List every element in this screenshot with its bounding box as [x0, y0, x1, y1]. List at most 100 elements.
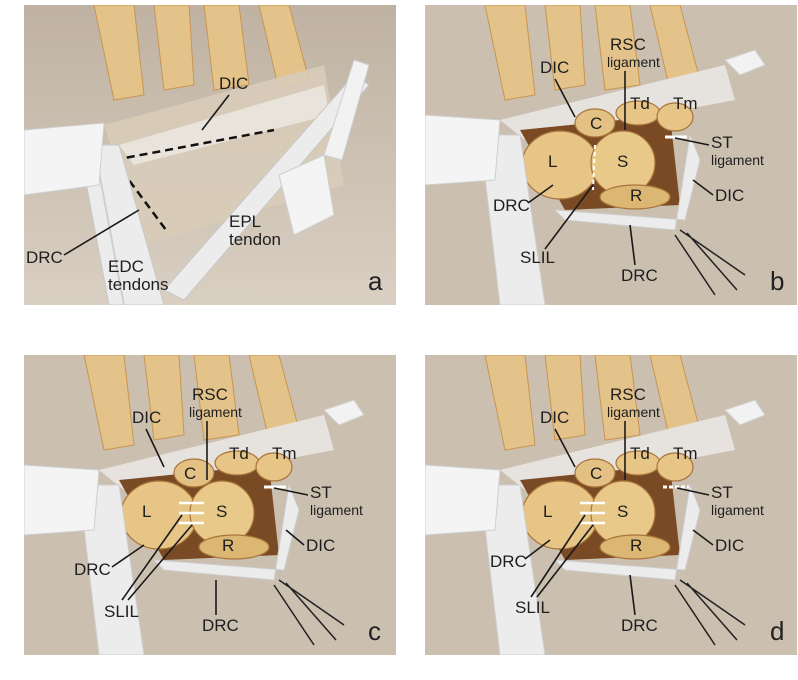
label-st-line2: ligament: [310, 502, 363, 518]
dic-flap: [500, 65, 735, 140]
panel-b-exposed-carpus: DIC RSC ligament Td Tm C ST ligament L S…: [425, 5, 797, 305]
retractor-right: [323, 399, 365, 426]
panel-c-illustration: DIC RSC ligament Td Tm C ST ligament L S…: [24, 355, 396, 655]
edc-tendons: [479, 484, 546, 655]
sutures: [674, 229, 746, 296]
label-rsc-line2: ligament: [607, 404, 660, 420]
label-dic-top: DIC: [540, 58, 569, 77]
carpal-bones: [521, 450, 694, 560]
label-tm: Tm: [673, 94, 698, 113]
metacarpals: [484, 355, 701, 451]
label-slil: SLIL: [104, 602, 139, 621]
slil-ligament: [592, 144, 596, 191]
label-td: Td: [229, 444, 249, 463]
retractor-right-handle: [323, 59, 370, 161]
label-edc-line2: tendons: [108, 275, 169, 294]
panel-d-illustration: DIC RSC ligament Td Tm C ST ligament L S…: [425, 355, 797, 655]
retractor-left: [425, 464, 501, 536]
leader-dic-top: [554, 428, 576, 468]
slil-repair-sutures: [580, 501, 605, 525]
panel-letter-b: b: [770, 266, 785, 296]
label-dic-right: DIC: [715, 186, 744, 205]
label-s: S: [617, 152, 628, 171]
leader-slil-1: [121, 514, 183, 601]
epl-tendon: [163, 74, 370, 301]
label-tm: Tm: [673, 444, 698, 463]
panel-a-surgical-incision: DIC DRC EDC tendons EPL tendon: [24, 5, 396, 305]
dic-ligament: [119, 85, 329, 165]
drc-flap: [152, 483, 300, 581]
leader-st: [273, 487, 309, 496]
retractor-right: [724, 49, 766, 76]
leader-dic-right: [285, 529, 305, 546]
edc-tendons: [78, 484, 145, 655]
carpal-bones: [521, 100, 694, 210]
trapezium-bone: [656, 102, 694, 132]
retractor-right: [278, 154, 335, 236]
label-s: S: [617, 502, 628, 521]
leader-slil-2: [536, 524, 594, 598]
label-dic-top: DIC: [540, 408, 569, 427]
label-c: C: [184, 464, 196, 483]
label-r: R: [222, 536, 234, 555]
label-r: R: [630, 536, 642, 555]
capitate-bone: [574, 108, 616, 138]
panel-letter-d: d: [770, 616, 785, 646]
label-l: L: [548, 152, 557, 171]
leader-drc-left: [527, 184, 554, 204]
label-drc-left: DRC: [490, 552, 527, 571]
label-epl-line2: tendon: [229, 230, 281, 249]
dic-flap: [500, 415, 735, 490]
leader-st: [676, 487, 710, 496]
incision-line-transverse: [113, 128, 275, 162]
label-r: R: [630, 186, 642, 205]
label-dic-right: DIC: [306, 536, 335, 555]
panel-b-illustration: DIC RSC ligament Td Tm C ST ligament L S…: [425, 5, 797, 305]
label-drc-bottom: DRC: [621, 266, 658, 285]
label-s: S: [216, 502, 227, 521]
panel-c-slil-repair: DIC RSC ligament Td Tm C ST ligament L S…: [24, 355, 396, 655]
panel-letter-c: c: [368, 616, 381, 646]
label-rsc-line1: RSC: [192, 385, 228, 404]
trapezium-bone: [656, 452, 694, 482]
radius-bone: [599, 534, 671, 560]
label-drc-bottom: DRC: [202, 616, 239, 635]
leader-drc: [63, 209, 140, 256]
radius-bone: [599, 184, 671, 210]
capitate-bone: [574, 458, 616, 488]
label-l: L: [543, 502, 552, 521]
metacarpals: [83, 355, 300, 451]
label-c: C: [590, 464, 602, 483]
label-epl-line1: EPL: [229, 212, 261, 231]
carpal-bones: [120, 450, 293, 560]
panel-letter-a: a: [368, 266, 383, 296]
label-drc-left: DRC: [493, 196, 530, 215]
retractor-left: [24, 464, 100, 536]
metacarpals: [93, 5, 310, 101]
panel-d-final-repair: DIC RSC ligament Td Tm C ST ligament L S…: [425, 355, 797, 655]
label-dic-top: DIC: [132, 408, 161, 427]
leader-dic-right: [692, 179, 714, 196]
label-l: L: [142, 502, 151, 521]
label-slil: SLIL: [515, 598, 550, 617]
drc-flap: [553, 133, 701, 231]
leader-dic-right: [692, 529, 714, 546]
label-slil: SLIL: [520, 248, 555, 267]
leader-st: [674, 137, 710, 146]
leader-drc-left: [524, 539, 551, 560]
label-st-line1: ST: [711, 483, 733, 502]
label-st-line1: ST: [711, 133, 733, 152]
retractor-right: [724, 399, 766, 426]
leader-dic: [201, 94, 230, 131]
label-rsc-line2: ligament: [607, 54, 660, 70]
leader-drc-bottom: [629, 574, 636, 616]
label-tm: Tm: [272, 444, 297, 463]
label-drc-left: DRC: [74, 560, 111, 579]
capitate-bone: [173, 458, 215, 488]
label-st-line1: ST: [310, 483, 332, 502]
panel-a-illustration: DIC DRC EDC tendons EPL tendon: [24, 5, 396, 305]
label-td: Td: [630, 94, 650, 113]
leader-dic-top: [554, 78, 576, 118]
label-td: Td: [630, 444, 650, 463]
label-rsc-line1: RSC: [610, 35, 646, 54]
